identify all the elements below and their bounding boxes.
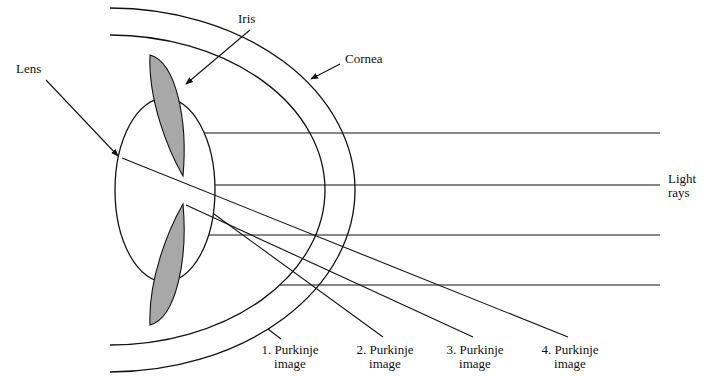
- cornea-inner-arc: [110, 35, 325, 345]
- part-label: Iris: [238, 12, 255, 26]
- iris-shape: [150, 55, 184, 176]
- cornea-outer-arc: [110, 8, 355, 372]
- leader-arrow: [186, 30, 250, 84]
- light-ray: [204, 132, 660, 133]
- leader-arrow: [311, 64, 340, 79]
- reflected-ray: [122, 158, 568, 337]
- part-label: Cornea: [345, 52, 383, 66]
- leader-arrow: [46, 80, 118, 156]
- image-label: 1. Purkinje image: [250, 343, 330, 371]
- light-ray: [215, 184, 660, 185]
- light-ray: [280, 284, 660, 285]
- light-ray: [209, 234, 660, 235]
- part-label: Lens: [16, 62, 41, 76]
- image-label: 2. Purkinje image: [345, 343, 425, 371]
- reflected-ray: [186, 205, 473, 337]
- iris-shape: [150, 204, 184, 325]
- image-label: 3. Purkinje image: [435, 343, 515, 371]
- reflected-ray: [268, 329, 281, 339]
- reflected-ray: [214, 214, 383, 337]
- image-label: 4. Purkinje image: [530, 343, 610, 371]
- ray-label: Light rays: [668, 172, 710, 200]
